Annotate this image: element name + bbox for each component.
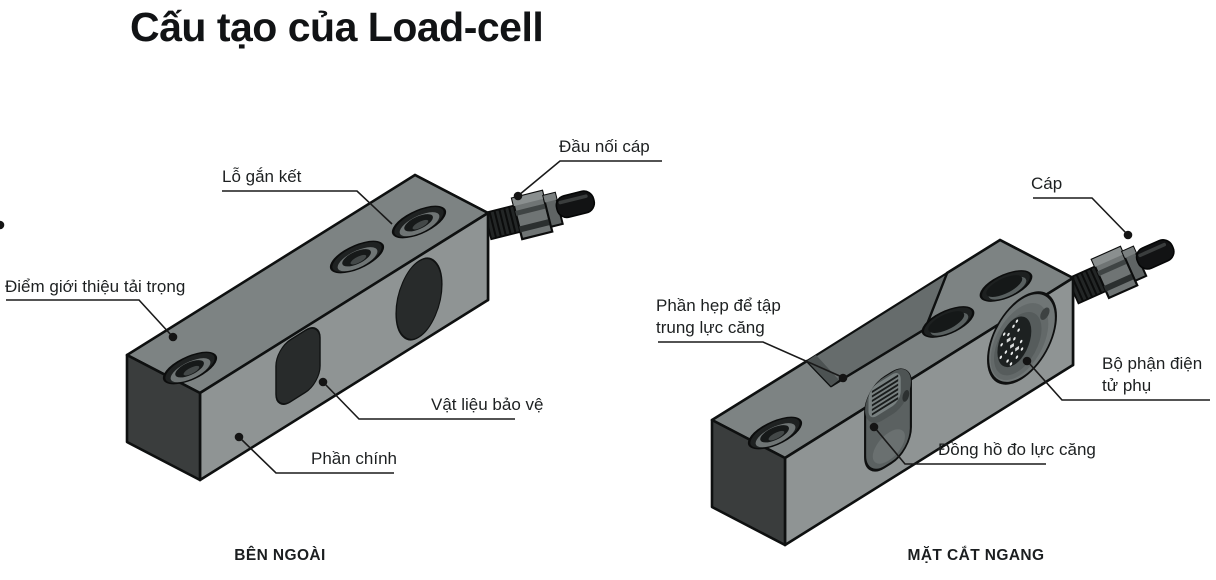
leader-dot-protective-material (318, 377, 328, 387)
leader-aux-electronics (1027, 361, 1210, 401)
leader-dot-narrow-section (838, 373, 848, 383)
section-hole-middle (921, 306, 975, 338)
exterior-cable-assembly (483, 189, 596, 241)
leader-lines (0, 160, 1210, 474)
leader-load-point (6, 299, 173, 337)
label-narrow-section: Phần hẹp để tập trung lực căng (656, 296, 781, 338)
leader-dot-mounting-hole (0, 220, 5, 230)
cross-section-loadcell-drawing (710, 238, 1175, 547)
leader-mounting-hole (222, 190, 393, 225)
leader-dot-aux-electronics (1022, 356, 1032, 366)
strain-gauge-slot (864, 368, 912, 472)
pcb-components (999, 319, 1024, 366)
leader-protective-material (323, 382, 515, 420)
leader-cable (1033, 197, 1128, 235)
leader-dot-load-point (168, 332, 178, 342)
label-main-body: Phần chính (311, 449, 398, 468)
pcb-board (997, 316, 1032, 368)
leader-cable-connector (518, 160, 662, 196)
label-aux-electronics: Bộ phận điện tử phụ (1102, 354, 1203, 396)
section-hole-right (979, 270, 1033, 302)
caption-exterior-view: BÊN NGOÀI (234, 547, 326, 564)
section-load-point-hole (747, 416, 803, 450)
leader-narrow-section (658, 341, 843, 378)
cavity-side-hole (1040, 307, 1050, 320)
narrow-section-notch-wall (807, 355, 839, 386)
leader-main-body (239, 437, 394, 474)
label-cable-connector: Đầu nối cáp (559, 137, 650, 156)
caption-cross-section-view: MẶT CẮT NGANG (907, 547, 1045, 564)
leader-dot-cable-connector (513, 191, 523, 201)
connector-cable (1135, 239, 1175, 270)
label-protective-material: Vật liệu bảo vệ (431, 395, 544, 414)
label-load-point: Điểm giới thiệu tải trọng (5, 277, 186, 296)
load-point-hole (162, 351, 218, 385)
mounting-hole-middle (329, 240, 385, 274)
mounting-hole-right (391, 205, 447, 239)
protective-cover-right (395, 257, 443, 341)
section-cable-assembly (1066, 239, 1175, 305)
label-mounting-hole: Lỗ gắn kết (222, 167, 302, 186)
protective-cover-left (275, 327, 321, 405)
leader-dot-cable (1123, 230, 1133, 240)
leader-strain-gauge (874, 427, 1046, 465)
leader-dot-strain-gauge (869, 422, 879, 432)
leader-dot-main-body (234, 432, 244, 442)
label-cable: Cáp (1031, 174, 1063, 193)
exterior-loadcell-drawing (125, 173, 596, 482)
label-strain-gauge: Đồng hồ đo lực căng (938, 440, 1096, 459)
page-title: Cấu tạo của Load-cell (130, 4, 544, 50)
